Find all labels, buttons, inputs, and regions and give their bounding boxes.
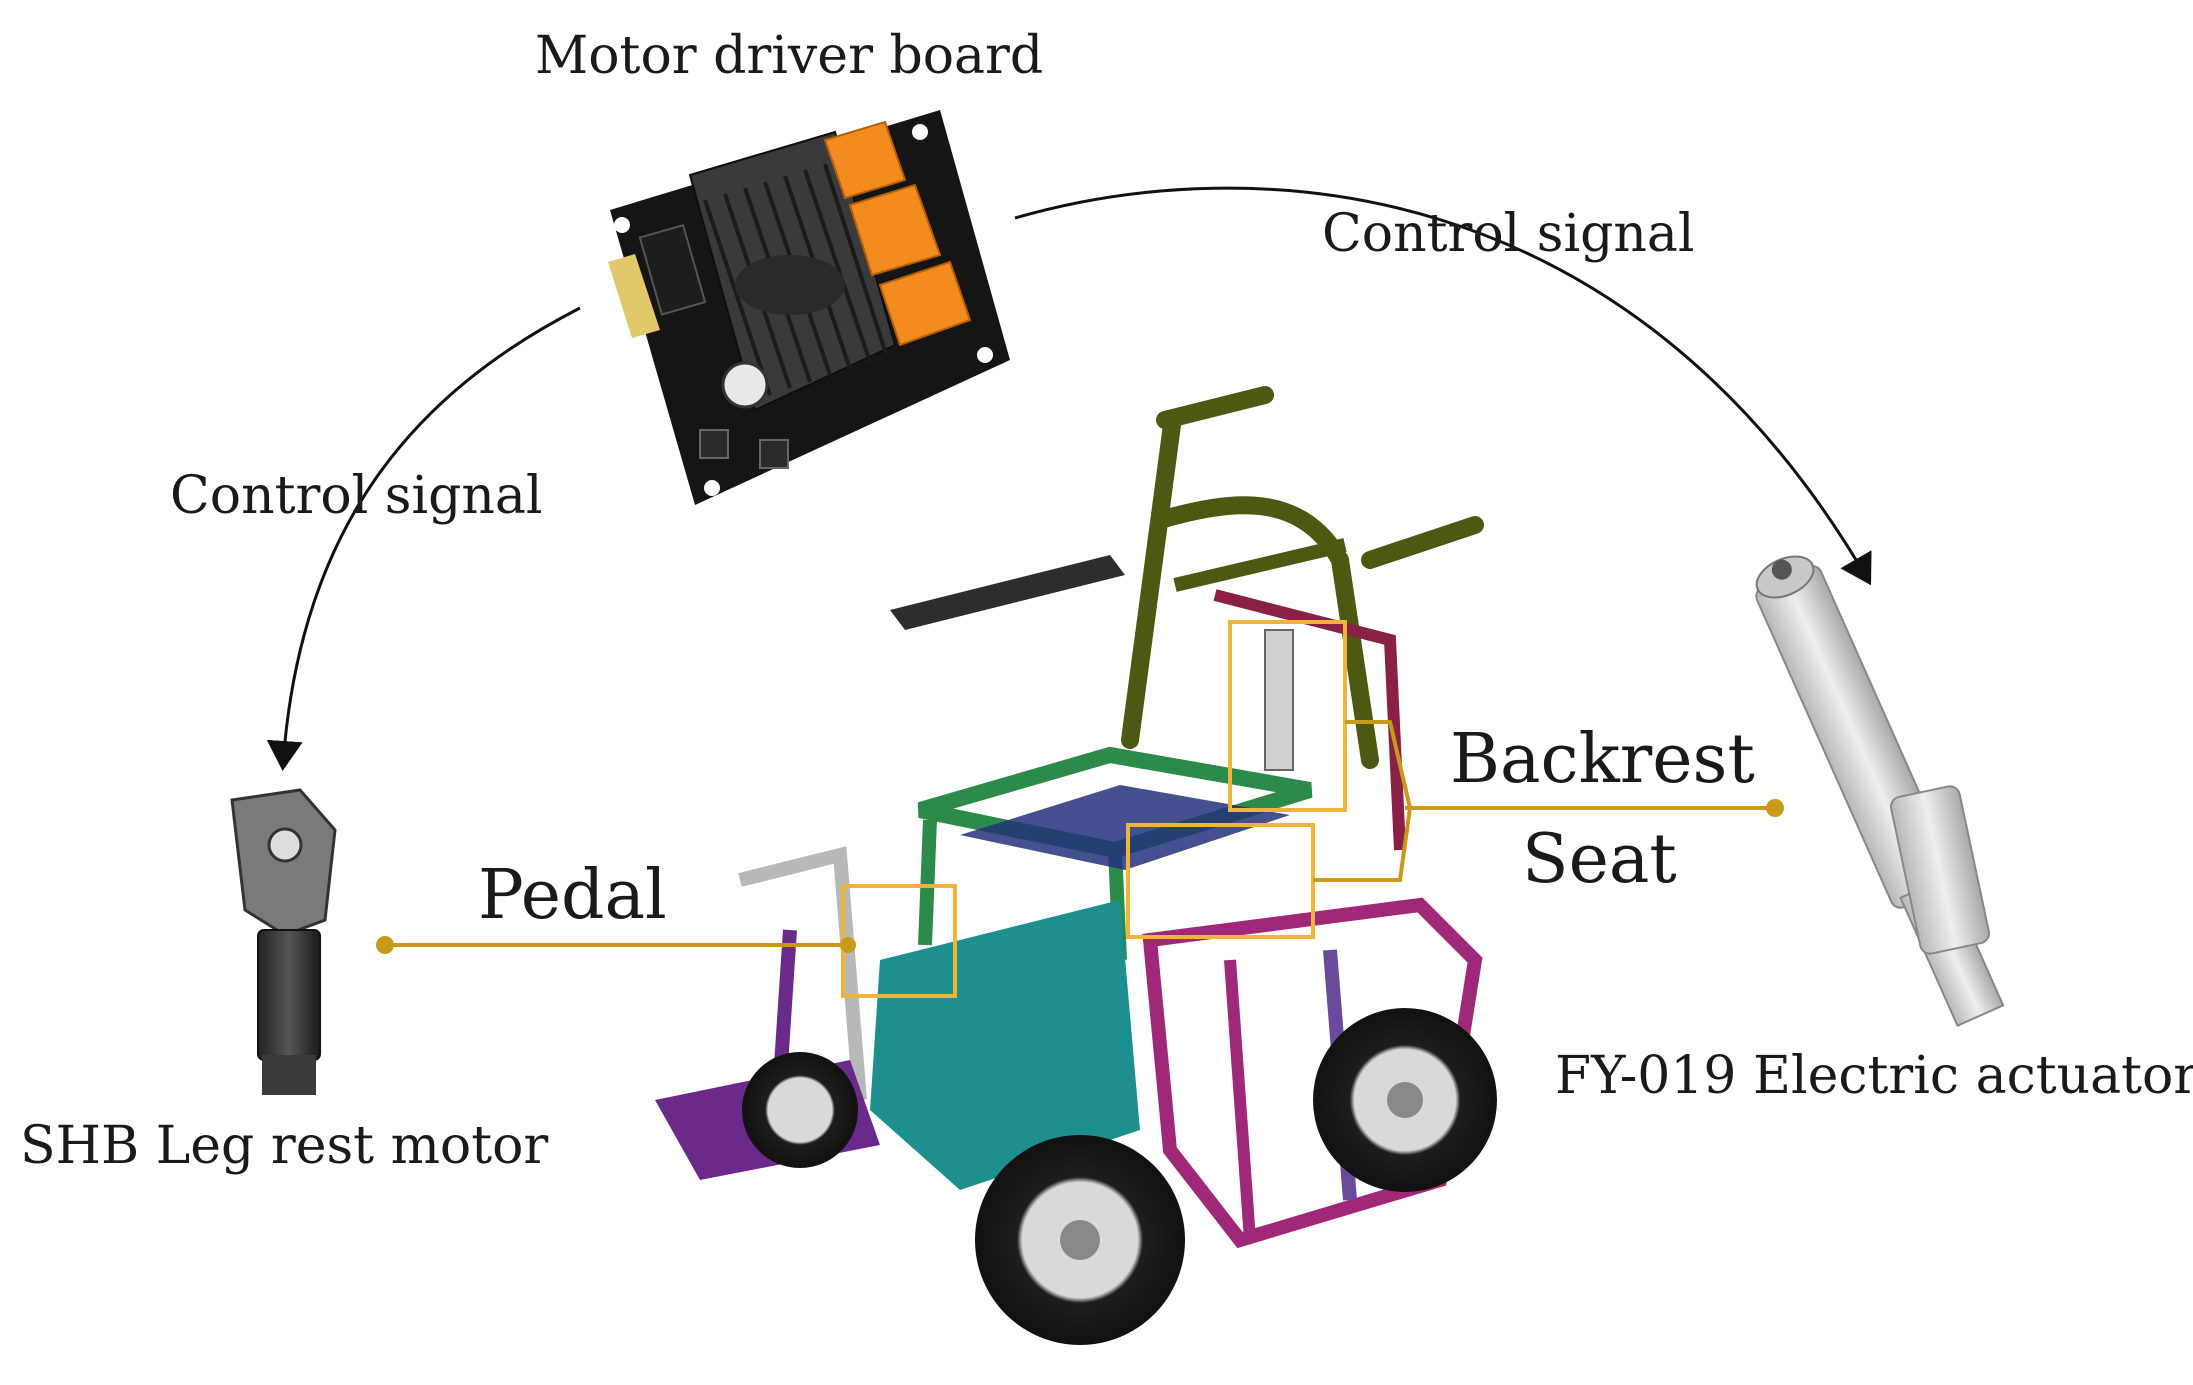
electric-actuator-image [1755,555,2005,1027]
motor-driver-board-label: Motor driver board [535,26,1044,86]
pedal-label: Pedal [478,856,667,935]
backrest-label: Backrest [1450,720,1755,799]
backrest-highlight-box [1228,620,1347,812]
wheel-front-right [975,1135,1185,1345]
control-arrow-right [1014,186,1872,586]
electric-actuator-label: FY-019 Electric actuator [1555,1046,2193,1106]
seat-label: Seat [1522,820,1677,899]
control-signal-left-label: Control signal [170,466,543,526]
control-arrow-left [266,306,581,771]
control-signal-right-label: Control signal [1322,204,1695,264]
pedal-callout [376,936,856,954]
leg-rest-motor-label: SHB Leg rest motor [20,1116,549,1176]
backrest-seat-callout [1313,720,1784,882]
leg-rest-motor-image [230,788,337,1095]
wheelchair-model [655,386,1497,1345]
motor-driver-board-image [608,110,1010,505]
wheel-rear-right [1313,1008,1497,1192]
wheel-front-left [742,1052,858,1168]
